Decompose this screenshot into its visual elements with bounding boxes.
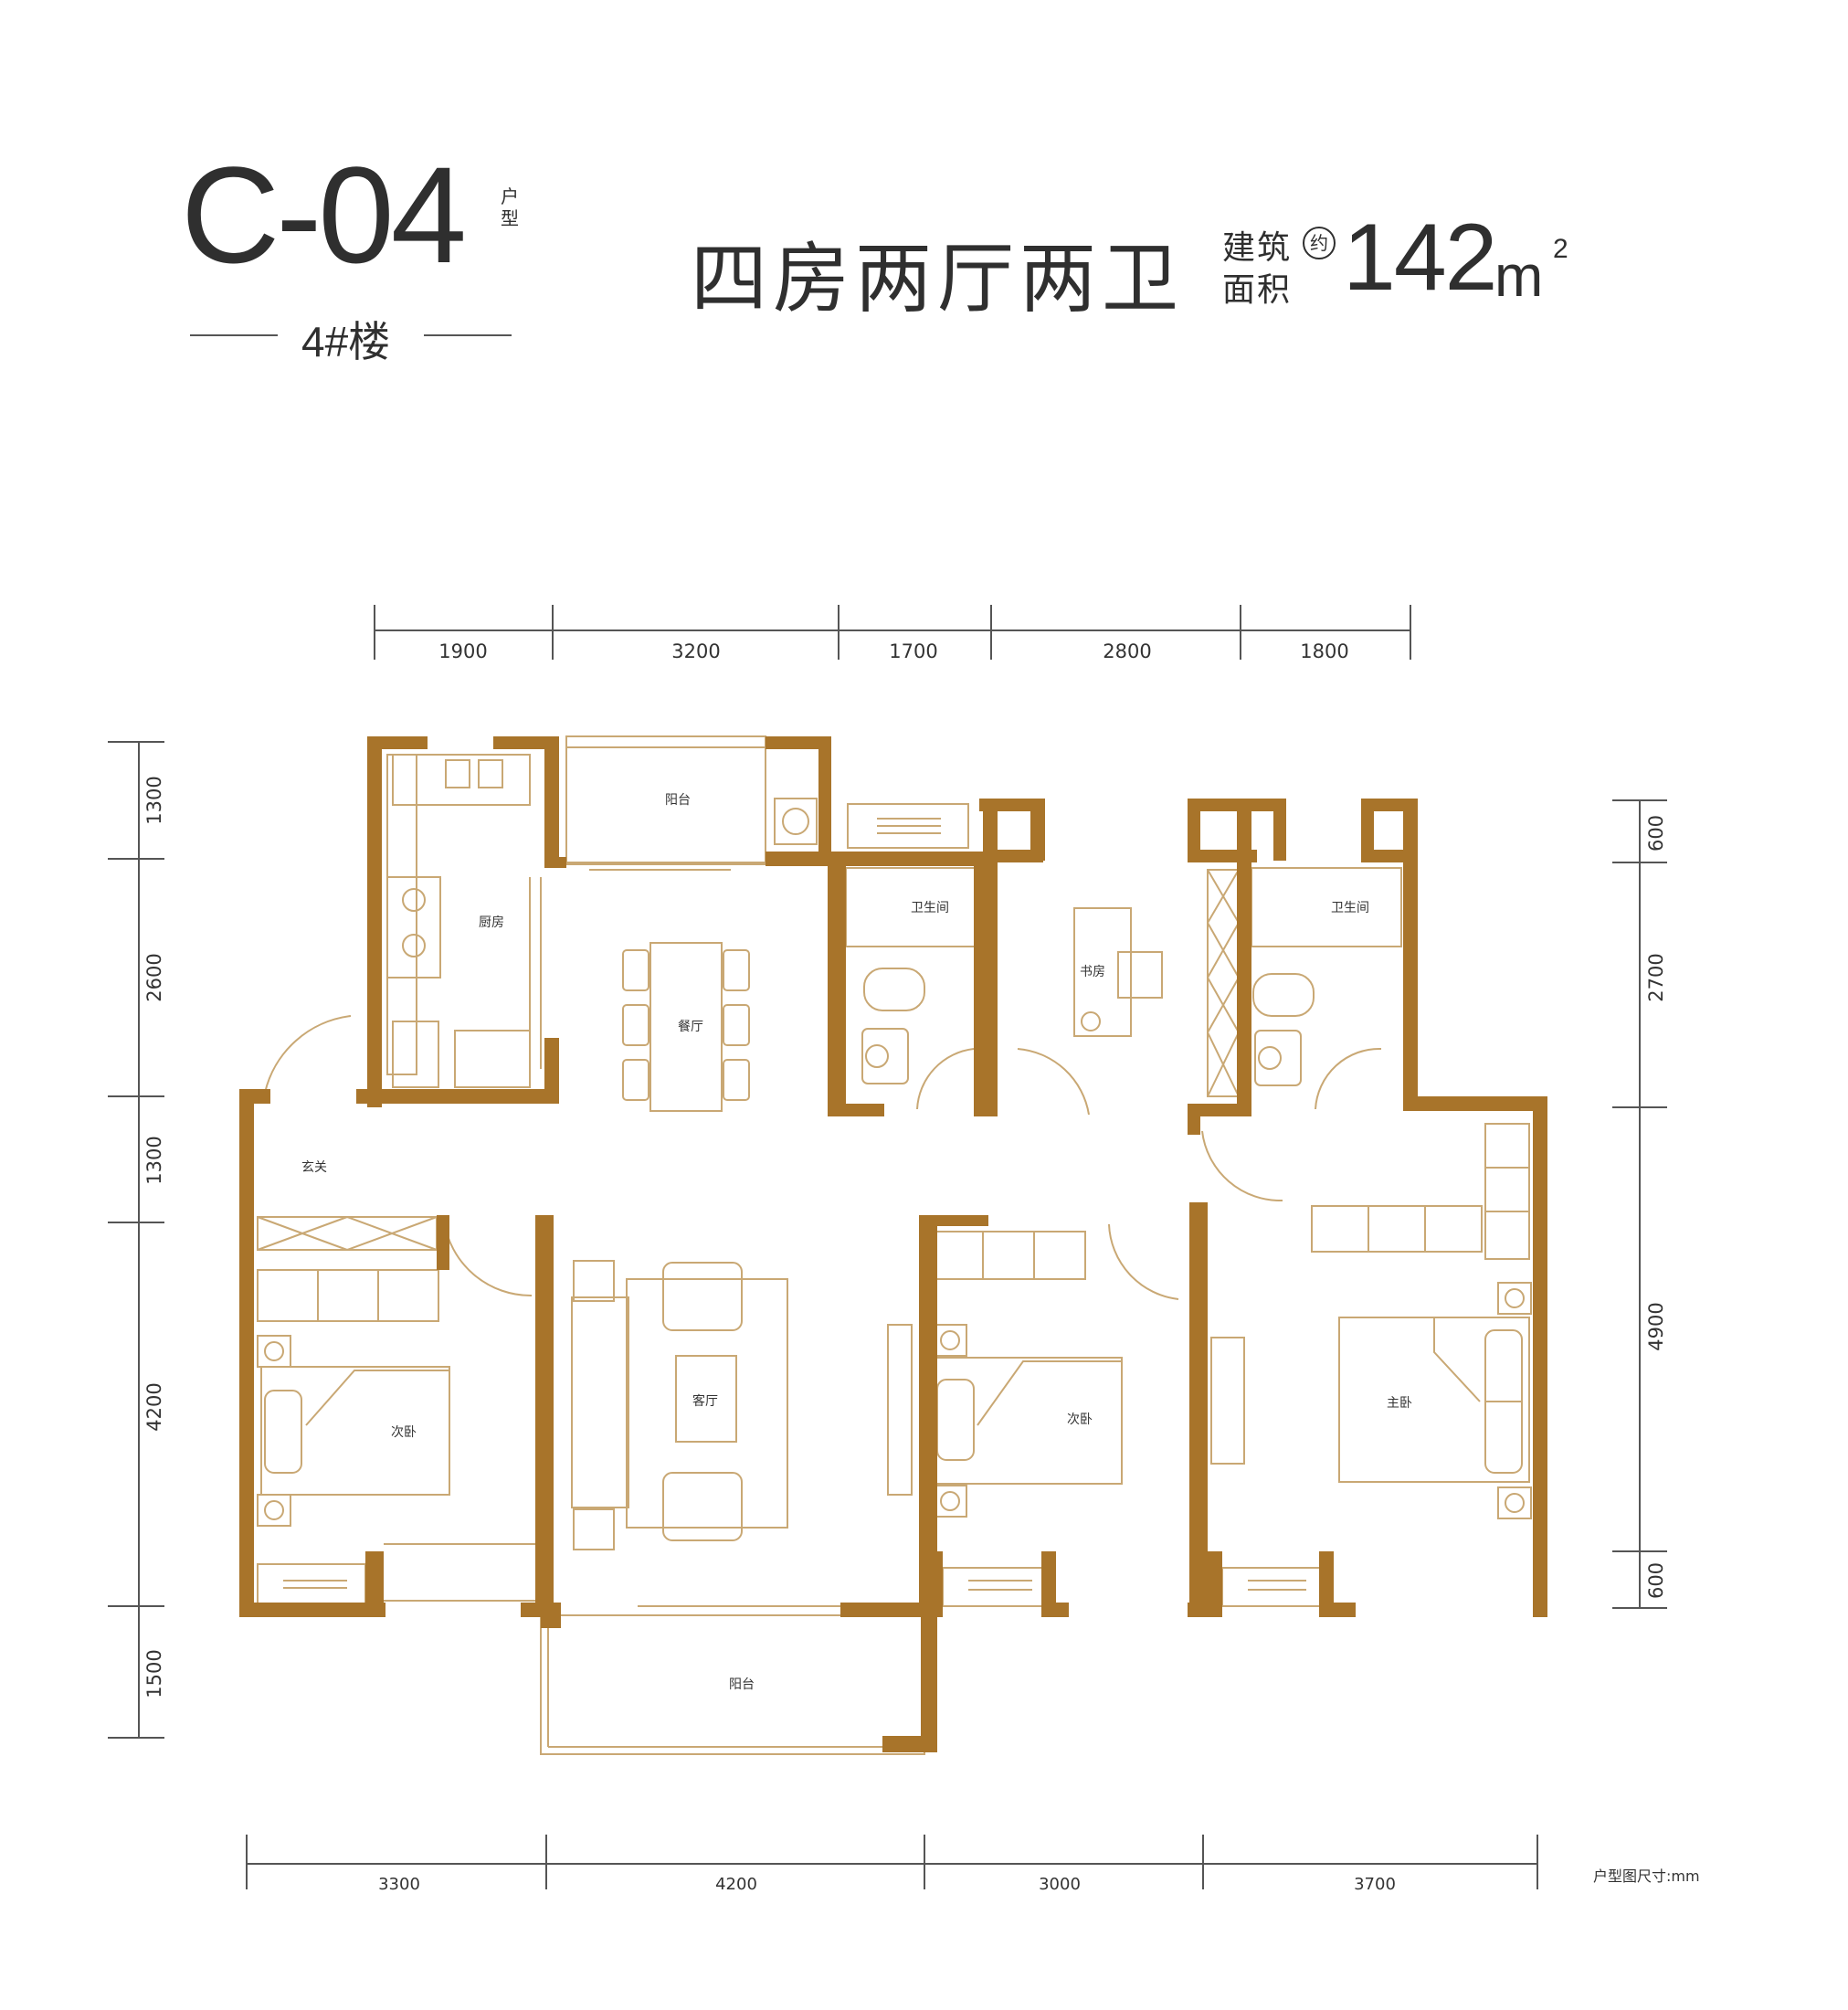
dim-right-3: 4900 (1645, 1302, 1667, 1350)
area-approx-badge: 约 (1303, 227, 1336, 259)
dim-right-2: 2700 (1645, 953, 1667, 1001)
fixtures (257, 735, 1532, 1755)
unit-code-suffix: 户型 (501, 185, 519, 229)
room-balcony-south: 阳台 (729, 1677, 755, 1692)
area-label-line1: 建筑 (1222, 229, 1293, 267)
room-labels: 阳台 厨房 餐厅 卫生间 书房 卫生间 玄关 客厅 次卧 次卧 主卧 阳台 (301, 793, 1412, 1692)
dimension-texts: 1900 3200 1700 2800 1800 3300 4200 3000 … (143, 640, 1667, 1894)
dim-bottom-4: 3700 (1354, 1875, 1396, 1894)
dim-bottom-2: 4200 (715, 1875, 757, 1894)
dim-right-4: 600 (1645, 1562, 1667, 1599)
walls (239, 736, 1547, 1752)
room-bathroom-2: 卫生间 (1331, 901, 1369, 915)
dim-left-5: 1500 (143, 1649, 165, 1698)
dim-top-5: 1800 (1300, 640, 1348, 662)
dim-bottom-1: 3300 (378, 1875, 420, 1894)
room-dining: 餐厅 (678, 1020, 703, 1034)
dim-top-3: 1700 (889, 640, 937, 662)
area-unit: m (1494, 243, 1544, 309)
room-bedroom-west: 次卧 (391, 1425, 417, 1440)
room-bathroom-1: 卫生间 (911, 901, 949, 915)
room-study: 书房 (1080, 965, 1105, 979)
area-unit-exponent: 2 (1553, 234, 1568, 264)
layout-name: 四房两厅两卫 (691, 234, 1185, 323)
building-label: 4#楼 (301, 318, 391, 365)
area-label-line2: 面积 (1222, 271, 1293, 309)
room-master-bedroom: 主卧 (1387, 1396, 1412, 1411)
dim-right-1: 600 (1645, 815, 1667, 852)
unit-code: C-04 (181, 138, 467, 291)
dim-left-3: 1300 (143, 1136, 165, 1184)
room-bedroom-middle: 次卧 (1067, 1412, 1093, 1427)
dim-top-4: 2800 (1103, 640, 1151, 662)
dim-bottom-3: 3000 (1039, 1875, 1081, 1894)
dim-left-4: 4200 (143, 1382, 165, 1431)
dimension-lines (108, 605, 1667, 1889)
dim-top-2: 3200 (671, 640, 720, 662)
building-rule-left (190, 334, 278, 336)
dim-left-2: 2600 (143, 953, 165, 1001)
unit-note: 户型图尺寸:mm (1593, 1867, 1700, 1885)
dim-left-1: 1300 (143, 776, 165, 824)
room-balcony-north: 阳台 (665, 793, 691, 808)
room-entrance: 玄关 (301, 1159, 327, 1175)
area-value: 142 (1343, 205, 1498, 311)
room-living: 客厅 (692, 1393, 718, 1409)
room-kitchen: 厨房 (479, 915, 504, 930)
building-rule-right (424, 334, 512, 336)
dim-top-1: 1900 (438, 640, 487, 662)
